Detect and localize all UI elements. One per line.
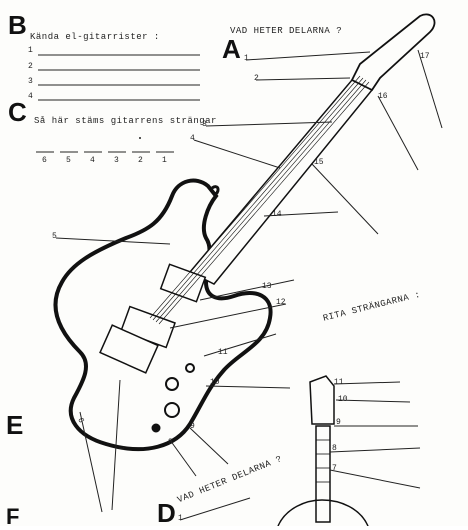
- guitarist-answer-lines: [38, 54, 200, 101]
- electric-label: 14: [272, 210, 282, 219]
- acoustic-label: 9: [336, 418, 341, 427]
- acoustic-label: 1: [178, 514, 183, 523]
- acoustic-label-lines: [179, 381, 421, 521]
- electric-label: 8: [168, 438, 173, 447]
- electric-label: 1: [244, 54, 249, 63]
- section-b-title: Kända el-gitarrister :: [30, 32, 160, 42]
- acoustic-guitar: [277, 375, 369, 526]
- electric-label: 12: [276, 298, 286, 307]
- electric-label: 5: [52, 232, 57, 241]
- guitarist-line-number: 3: [28, 77, 33, 86]
- acoustic-label: 11: [334, 378, 344, 387]
- section-c-title: Så här stäms gitarrens strängar: [34, 116, 217, 126]
- string-number: 2: [138, 156, 143, 165]
- section-c-letter: C: [8, 97, 27, 127]
- string-number: 4: [90, 156, 95, 165]
- electric-label: 13: [262, 282, 272, 291]
- electric-label: 17: [420, 52, 430, 61]
- electric-label: 3: [202, 120, 207, 129]
- electric-label: 15: [314, 158, 324, 167]
- string-number: 1: [162, 156, 167, 165]
- string-number: 5: [66, 156, 71, 165]
- guitarist-line-number: 4: [28, 92, 33, 101]
- electric-guitar: [53, 13, 436, 452]
- guitarist-line-number: 2: [28, 62, 33, 71]
- section-b-letter: B: [8, 10, 27, 40]
- electric-label: 11: [218, 348, 228, 357]
- string-number: 3: [114, 156, 119, 165]
- section-e-letter: E: [6, 410, 24, 440]
- section-a-letter: A: [222, 34, 241, 64]
- electric-label: 7: [115, 445, 126, 452]
- section-a-title: VAD HETER DELARNA ?: [230, 26, 343, 36]
- acoustic-label: 7: [332, 464, 337, 473]
- electric-label: 4: [190, 134, 195, 143]
- electric-label: 2: [254, 74, 259, 83]
- section-d-letter: D: [157, 498, 176, 528]
- electric-label: 9: [190, 422, 195, 431]
- guitarist-line-number: 1: [28, 46, 33, 55]
- acoustic-label: 8: [332, 444, 337, 453]
- acoustic-label: 10: [338, 395, 348, 404]
- electric-label: 16: [378, 92, 388, 101]
- electric-label: 10: [210, 378, 220, 387]
- electric-label-lines: [55, 49, 443, 513]
- section-f-letter: F: [6, 504, 20, 529]
- string-number: 6: [42, 156, 47, 165]
